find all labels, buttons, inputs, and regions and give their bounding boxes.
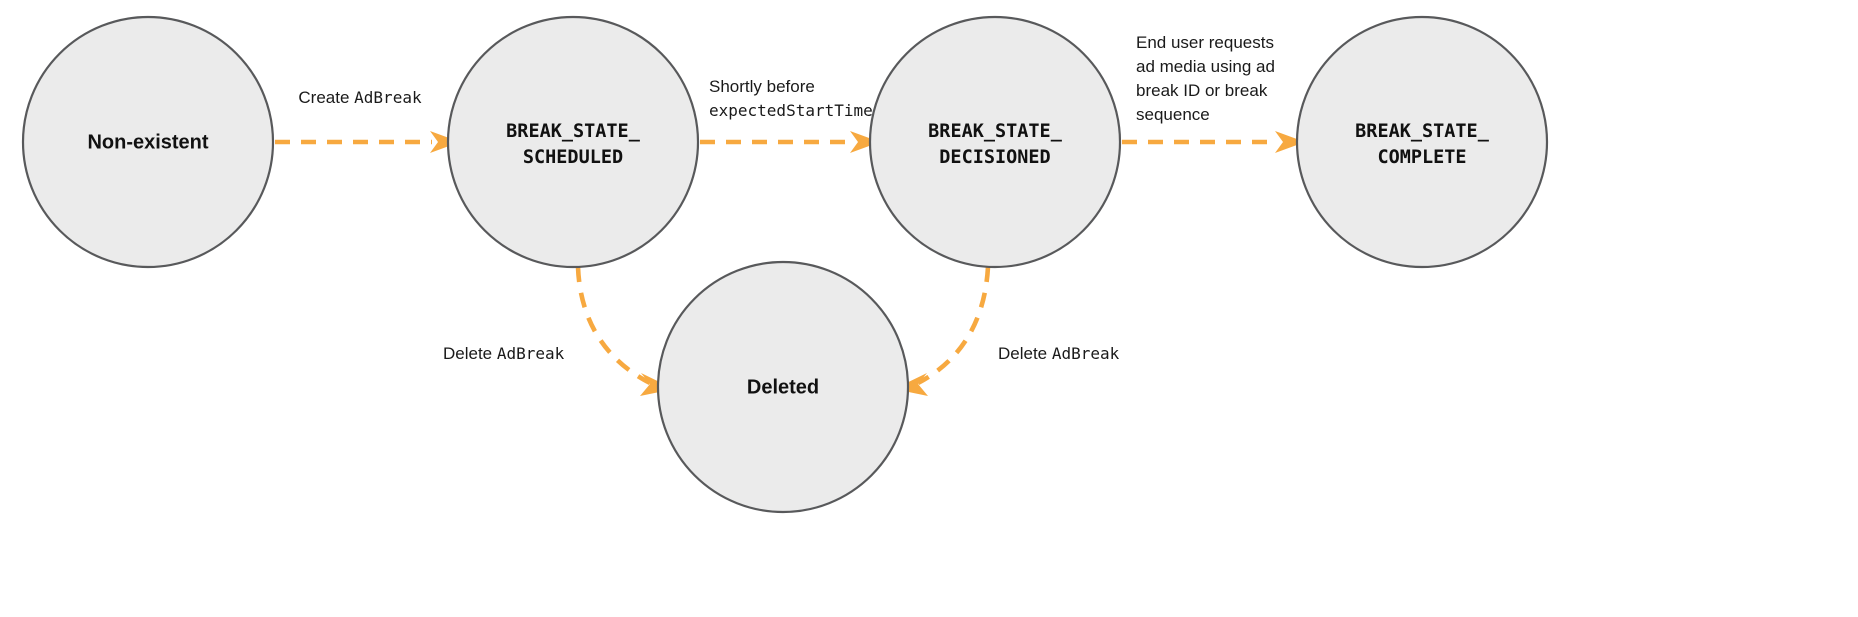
node-break-state-decisioned[interactable]: BREAK_STATE_ DECISIONED (868, 15, 1122, 269)
edge-end-user-requests-arrowhead (1275, 131, 1305, 153)
node-deleted-shape (656, 260, 910, 514)
node-non-existent-shape (21, 15, 275, 269)
edge-label-create-adbreak: Create AdBreak (298, 88, 422, 107)
edge-delete-from-scheduled-line (575, 266, 652, 386)
node-deleted-label: Deleted (747, 376, 819, 398)
edge-delete-from-decisioned-line (916, 266, 991, 386)
node-break-state-scheduled-shape (446, 15, 700, 269)
node-break-state-scheduled[interactable]: BREAK_STATE_ SCHEDULED (446, 15, 700, 269)
node-break-state-complete-shape (1295, 15, 1549, 269)
edge-label-delete-from-scheduled: Delete AdBreak (443, 344, 565, 363)
node-break-state-complete-label-line1: BREAK_STATE_ (1355, 121, 1490, 142)
edge-shortly-before[interactable] (700, 131, 880, 153)
edge-create-adbreak[interactable] (275, 131, 460, 153)
node-non-existent[interactable]: Non-existent (21, 15, 275, 269)
node-deleted[interactable]: Deleted (656, 260, 910, 514)
edge-shortly-before-arrowhead (850, 131, 880, 153)
node-break-state-decisioned-shape (868, 15, 1122, 269)
node-break-state-decisioned-label-line1: BREAK_STATE_ (928, 121, 1063, 142)
node-break-state-complete[interactable]: BREAK_STATE_ COMPLETE (1295, 15, 1549, 269)
node-break-state-scheduled-label-line2: SCHEDULED (523, 147, 623, 168)
edge-create-adbreak-arrowhead (430, 131, 460, 153)
node-break-state-complete-label-line2: COMPLETE (1377, 147, 1466, 168)
edge-end-user-requests[interactable] (1122, 131, 1305, 153)
node-break-state-decisioned-label-line2: DECISIONED (939, 147, 1050, 168)
node-non-existent-label: Non-existent (87, 131, 208, 153)
edge-label-delete-from-decisioned: Delete AdBreak (998, 344, 1120, 363)
nodes-layer: Non-existent BREAK_STATE_ SCHEDULED BREA… (21, 15, 1549, 514)
node-break-state-scheduled-label-line1: BREAK_STATE_ (506, 121, 641, 142)
